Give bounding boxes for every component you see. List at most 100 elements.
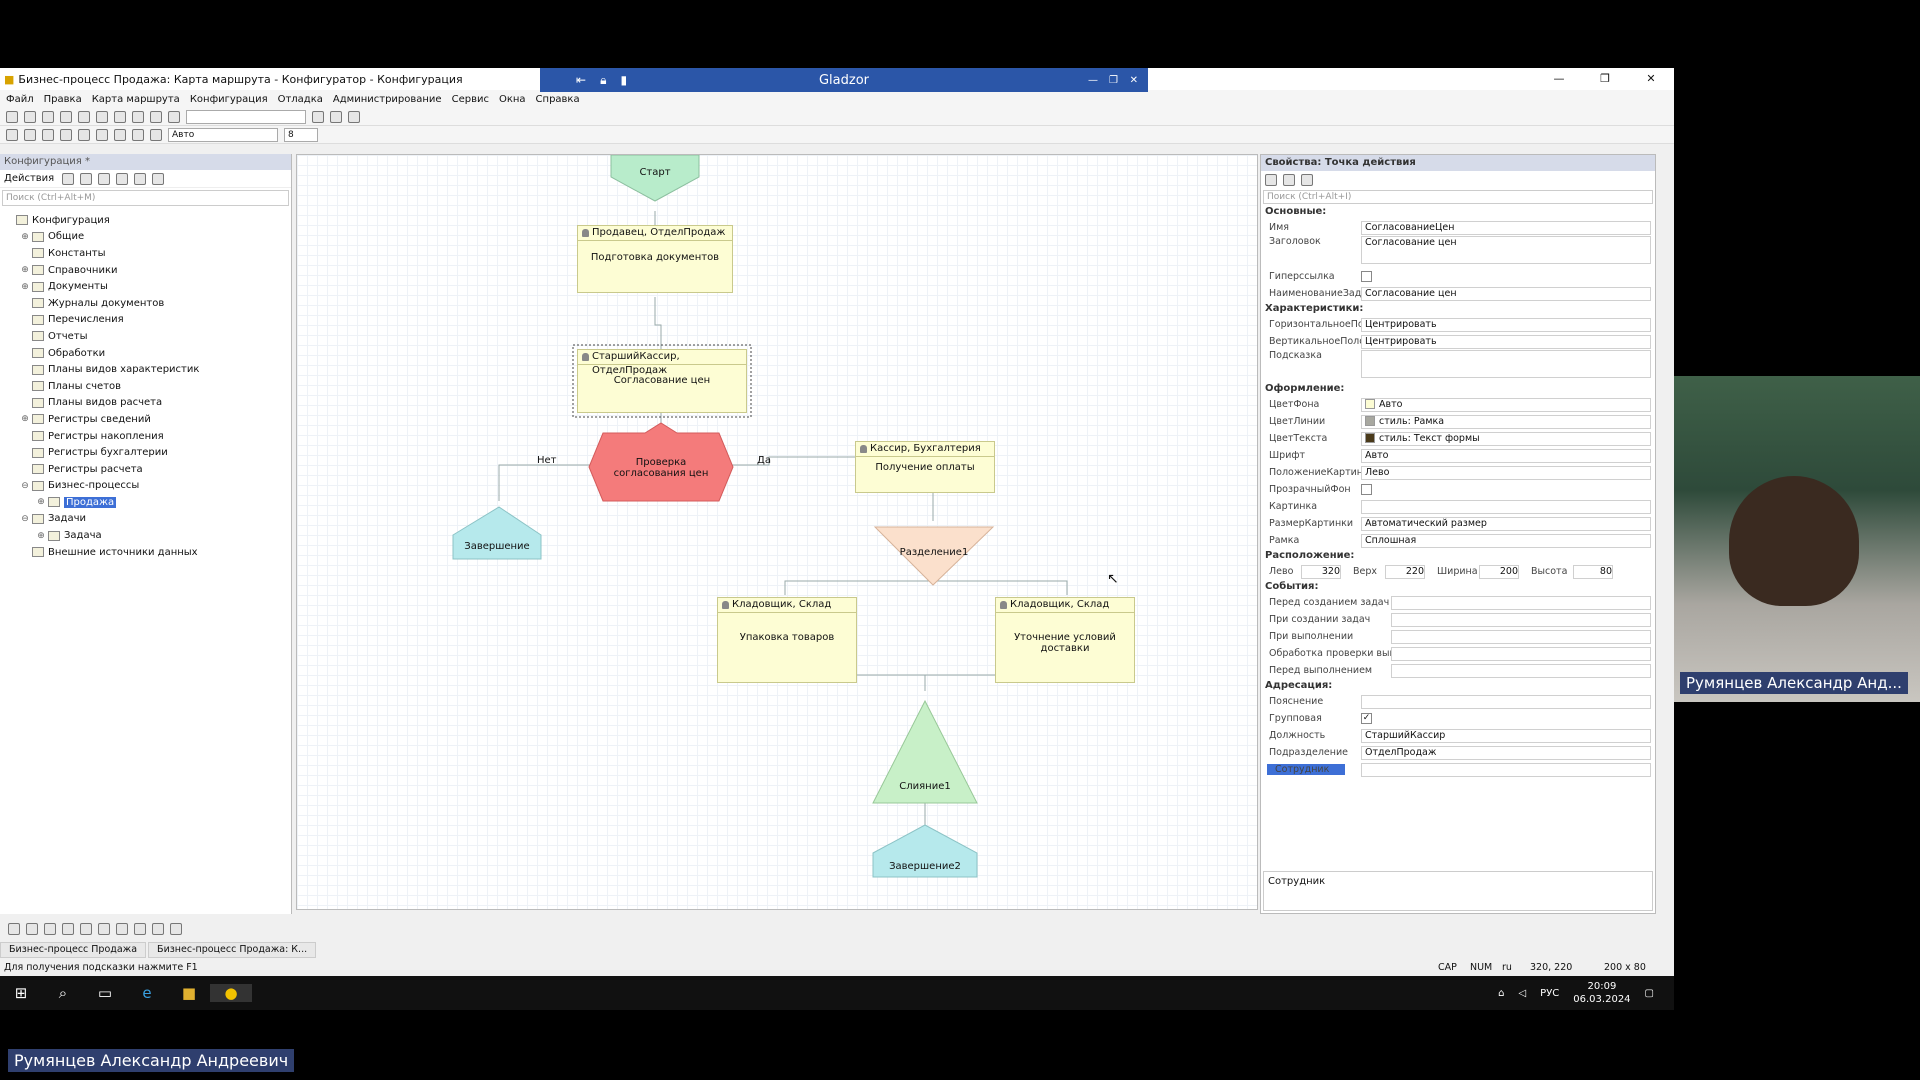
merge-shape[interactable] — [872, 699, 978, 804]
actions-menu[interactable]: Действия — [4, 173, 55, 184]
font-field[interactable]: Авто — [1361, 448, 1651, 463]
underline-icon[interactable] — [78, 128, 90, 141]
employee-field[interactable] — [1361, 762, 1651, 777]
node-price-approval[interactable]: СтаршийКассир, ОтделПродаж Согласование … — [577, 349, 747, 413]
network-icon[interactable]: ⌂ — [1498, 987, 1505, 999]
align-right-icon[interactable] — [150, 128, 162, 141]
expand-icon[interactable]: ⊕ — [21, 414, 29, 425]
menu-item[interactable]: Администрирование — [332, 93, 442, 105]
point-merge-icon[interactable] — [152, 923, 164, 935]
help-icon[interactable] — [348, 110, 360, 123]
image-size-select[interactable]: Автоматический размер — [1361, 516, 1651, 531]
expand-icon[interactable]: ⊕ — [21, 231, 29, 242]
bg-color-field[interactable]: Авто — [1361, 397, 1651, 412]
event-handler-field[interactable] — [1391, 595, 1651, 610]
search-icon[interactable]: ⌕ — [58, 984, 68, 1002]
cut-icon[interactable] — [60, 110, 72, 123]
tree-item[interactable]: Журналы документов — [0, 295, 291, 312]
color-icon[interactable] — [96, 128, 108, 141]
tree-item[interactable]: ⊕Продажа — [0, 494, 291, 511]
italic-icon[interactable] — [60, 128, 72, 141]
window-tab[interactable]: Бизнес-процесс Продажа: К... — [148, 942, 317, 958]
copy-icon[interactable] — [78, 110, 90, 123]
remote-restore-icon[interactable]: ❐ — [1109, 74, 1118, 86]
expand-icon[interactable]: ⊕ — [37, 530, 45, 541]
top-field[interactable]: 220 — [1385, 564, 1425, 579]
position-field[interactable]: СтаршийКассир — [1361, 728, 1651, 743]
hpos-select[interactable]: Центрировать — [1361, 317, 1651, 332]
end2-shape[interactable] — [872, 824, 978, 878]
notifications-icon[interactable]: ▢ — [1644, 987, 1654, 999]
expand-icon[interactable]: ⊕ — [37, 497, 45, 508]
tree-item[interactable]: ⊕Справочники — [0, 262, 291, 279]
node-payment[interactable]: Кассир, Бухгалтерия Получение оплаты — [855, 441, 995, 493]
point-action-icon[interactable] — [98, 923, 110, 935]
tree-item[interactable]: Планы видов расчета — [0, 395, 291, 412]
menu-item[interactable]: Справка — [535, 93, 580, 105]
open-icon[interactable] — [24, 110, 36, 123]
menu-item[interactable]: Отладка — [277, 93, 323, 105]
tree-item[interactable]: Конфигурация — [0, 212, 291, 229]
tree-item[interactable]: ⊖Бизнес-процессы — [0, 478, 291, 495]
explanation-field[interactable] — [1361, 694, 1651, 709]
line-color-field[interactable]: стиль: Рамка — [1361, 414, 1651, 429]
condition-shape[interactable] — [588, 422, 734, 502]
grid-icon[interactable] — [6, 128, 18, 141]
tree-item[interactable]: Обработки — [0, 345, 291, 362]
tree-item[interactable]: Регистры расчета — [0, 461, 291, 478]
expand-icon[interactable]: ⊕ — [21, 281, 29, 292]
tree-item[interactable]: ⊕Документы — [0, 278, 291, 295]
group-icon[interactable] — [62, 923, 74, 935]
image-field[interactable] — [1361, 499, 1651, 514]
width-field[interactable]: 200 — [1479, 564, 1519, 579]
menu-item[interactable]: Окна — [498, 93, 526, 105]
find-icon[interactable] — [168, 110, 180, 123]
tree-item[interactable]: ⊕Регистры сведений — [0, 411, 291, 428]
print-icon[interactable] — [114, 110, 126, 123]
font-size-select[interactable]: 8 — [284, 127, 318, 142]
frame-select[interactable]: Сплошная — [1361, 533, 1651, 548]
pin-icon[interactable]: ⇤ — [576, 73, 587, 87]
task-name-field[interactable]: Согласование цен — [1361, 286, 1651, 301]
header-field[interactable]: Согласование цен — [1361, 236, 1651, 264]
remote-minimize-icon[interactable]: — — [1088, 74, 1098, 86]
font-select[interactable]: Авто — [168, 127, 278, 142]
debug-icon[interactable] — [312, 110, 324, 123]
point-end-icon[interactable] — [170, 923, 182, 935]
node-packing[interactable]: Кладовщик, Склад Упаковка товаров — [717, 597, 857, 683]
undo-icon[interactable] — [132, 110, 144, 123]
event-handler-field[interactable] — [1391, 663, 1651, 678]
text-color-field[interactable]: стиль: Текст формы — [1361, 431, 1651, 446]
tree-item[interactable]: Регистры бухгалтерии — [0, 444, 291, 461]
1c-icon[interactable]: ● — [210, 984, 252, 1002]
event-handler-field[interactable] — [1391, 646, 1651, 661]
explorer-icon[interactable]: ■ — [181, 984, 197, 1002]
transparent-checkbox[interactable] — [1361, 484, 1372, 495]
redo-icon[interactable] — [150, 110, 162, 123]
route-map-canvas[interactable]: Старт Продавец, ОтделПродаж Подготовка д… — [296, 154, 1258, 910]
config-search-input[interactable]: Поиск (Ctrl+Alt+M) — [2, 190, 289, 206]
lang-tray[interactable]: РУС — [1540, 987, 1560, 999]
search-combo[interactable] — [186, 109, 306, 124]
tree-item[interactable]: Константы — [0, 245, 291, 262]
sort-icon[interactable] — [1265, 174, 1277, 186]
lock-icon[interactable]: 🔒︎ — [600, 72, 607, 87]
delete-icon[interactable] — [98, 172, 111, 185]
align-left-icon[interactable] — [114, 128, 126, 141]
split-shape[interactable] — [873, 526, 995, 586]
expand-icon[interactable]: ⊖ — [21, 480, 29, 491]
menu-item[interactable]: Конфигурация — [189, 93, 268, 105]
hyperlink-checkbox[interactable] — [1361, 271, 1372, 282]
close-button[interactable]: ✕ — [1646, 72, 1656, 85]
categories-icon[interactable] — [1283, 174, 1295, 186]
volume-icon[interactable]: ◁ — [1518, 987, 1527, 999]
start-icon[interactable]: ⊞ — [14, 984, 28, 1002]
filter-icon[interactable] — [1301, 174, 1313, 186]
tree-item[interactable]: Планы видов характеристик — [0, 361, 291, 378]
edit-icon[interactable] — [80, 172, 93, 185]
add-icon[interactable] — [62, 172, 75, 185]
menu-item[interactable]: Сервис — [451, 93, 489, 105]
height-field[interactable]: 80 — [1573, 564, 1613, 579]
tree-item[interactable]: Внешние источники данных — [0, 544, 291, 561]
